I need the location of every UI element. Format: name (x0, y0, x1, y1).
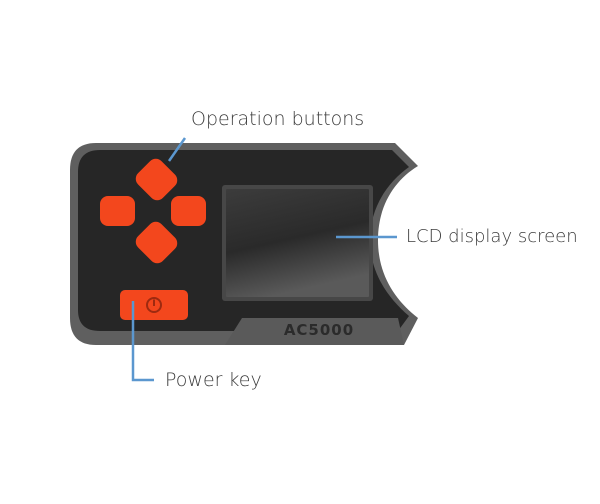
callout-line-operation-buttons (167, 137, 187, 162)
callout-line-power-key (131, 301, 154, 382)
callout-label-operation-buttons: Operation buttons (191, 108, 365, 130)
model-label: AC5000 (283, 321, 355, 339)
callout-label-lcd-display-screen: LCD display screen (406, 226, 578, 247)
operation-button-down[interactable] (132, 218, 180, 266)
lcd-display-screen (226, 189, 369, 297)
callout-label-power-key: Power key (165, 369, 262, 391)
operation-button-up[interactable] (132, 155, 180, 203)
power-icon (146, 297, 162, 313)
operation-button-left[interactable] (100, 196, 135, 226)
model-label-plate (225, 318, 404, 345)
operation-button-right[interactable] (171, 196, 206, 226)
